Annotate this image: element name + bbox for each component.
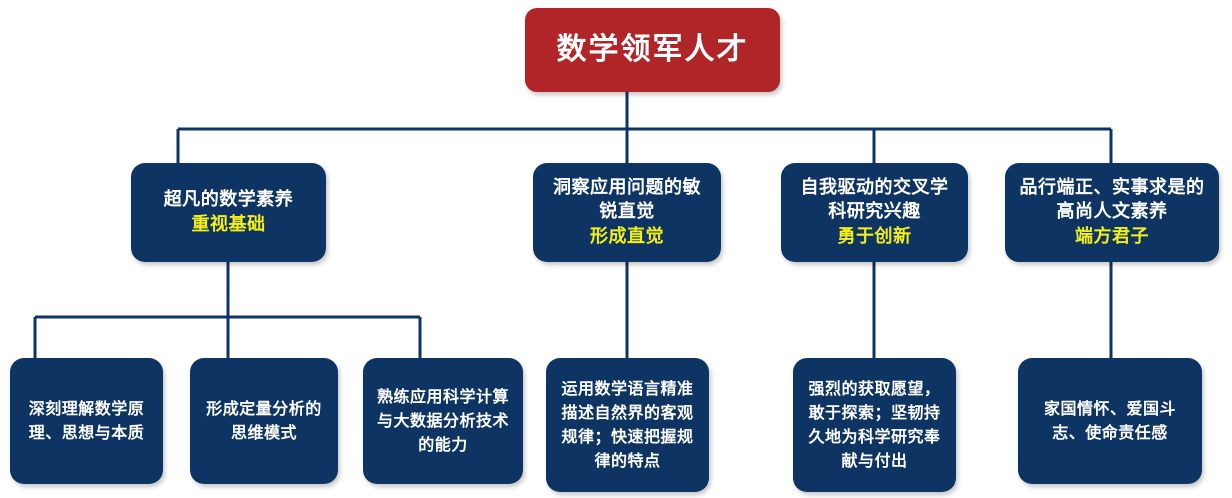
branch-node-2-accent: 形成直觉: [590, 226, 664, 247]
leaf-node-3-1-label: 强烈的获取愿望，敢于探索；坚韧持久地为科学研究奉献与付出: [808, 379, 941, 470]
leaf-node-1-2-label: 形成定量分析的思维模式: [206, 399, 322, 442]
leaf-node-1-1[interactable]: 深刻理解数学原理、思想与本质: [10, 358, 163, 484]
leaf-node-4-1-label: 家国情怀、爱国斗志、使命责任感: [1043, 399, 1176, 442]
branch-node-4[interactable]: 品行端正、实事求是的高尚人文素养 端方君子: [1005, 163, 1219, 262]
leaf-node-1-1-label: 深刻理解数学原理、思想与本质: [28, 399, 145, 442]
leaf-node-2-1[interactable]: 运用数学语言精准描述自然界的客观规律；快速把握规律的特点: [546, 358, 709, 492]
leaf-node-2-1-label: 运用数学语言精准描述自然界的客观规律；快速把握规律的特点: [561, 379, 694, 470]
branch-node-1-title: 超凡的数学素养: [163, 189, 294, 210]
leaf-node-1-3[interactable]: 熟练应用科学计算与大数据分析技术的能力: [363, 358, 523, 484]
branch-node-1[interactable]: 超凡的数学素养 重视基础: [131, 163, 326, 262]
root-node-label: 数学领军人才: [556, 32, 749, 67]
root-node[interactable]: 数学领军人才: [525, 8, 780, 92]
branch-node-3[interactable]: 自我驱动的交叉学科研究兴趣 勇于创新: [781, 163, 968, 262]
branch-node-2[interactable]: 洞察应用问题的敏锐直觉 形成直觉: [533, 163, 721, 262]
leaf-node-1-3-label: 熟练应用科学计算与大数据分析技术的能力: [376, 387, 509, 454]
branch-node-4-title: 品行端正、实事求是的高尚人文素养: [1019, 177, 1205, 222]
branch-node-2-title: 洞察应用问题的敏锐直觉: [553, 177, 701, 222]
leaf-node-4-1[interactable]: 家国情怀、爱国斗志、使命责任感: [1018, 358, 1202, 484]
branch-node-3-title: 自我驱动的交叉学科研究兴趣: [800, 177, 949, 222]
branch-node-1-accent: 重视基础: [191, 214, 266, 235]
branch-node-3-accent: 勇于创新: [837, 226, 912, 247]
leaf-node-3-1[interactable]: 强烈的获取愿望，敢于探索；坚韧持久地为科学研究奉献与付出: [793, 358, 956, 492]
leaf-node-1-2[interactable]: 形成定量分析的思维模式: [190, 358, 338, 484]
branch-node-4-accent: 端方君子: [1075, 226, 1149, 247]
